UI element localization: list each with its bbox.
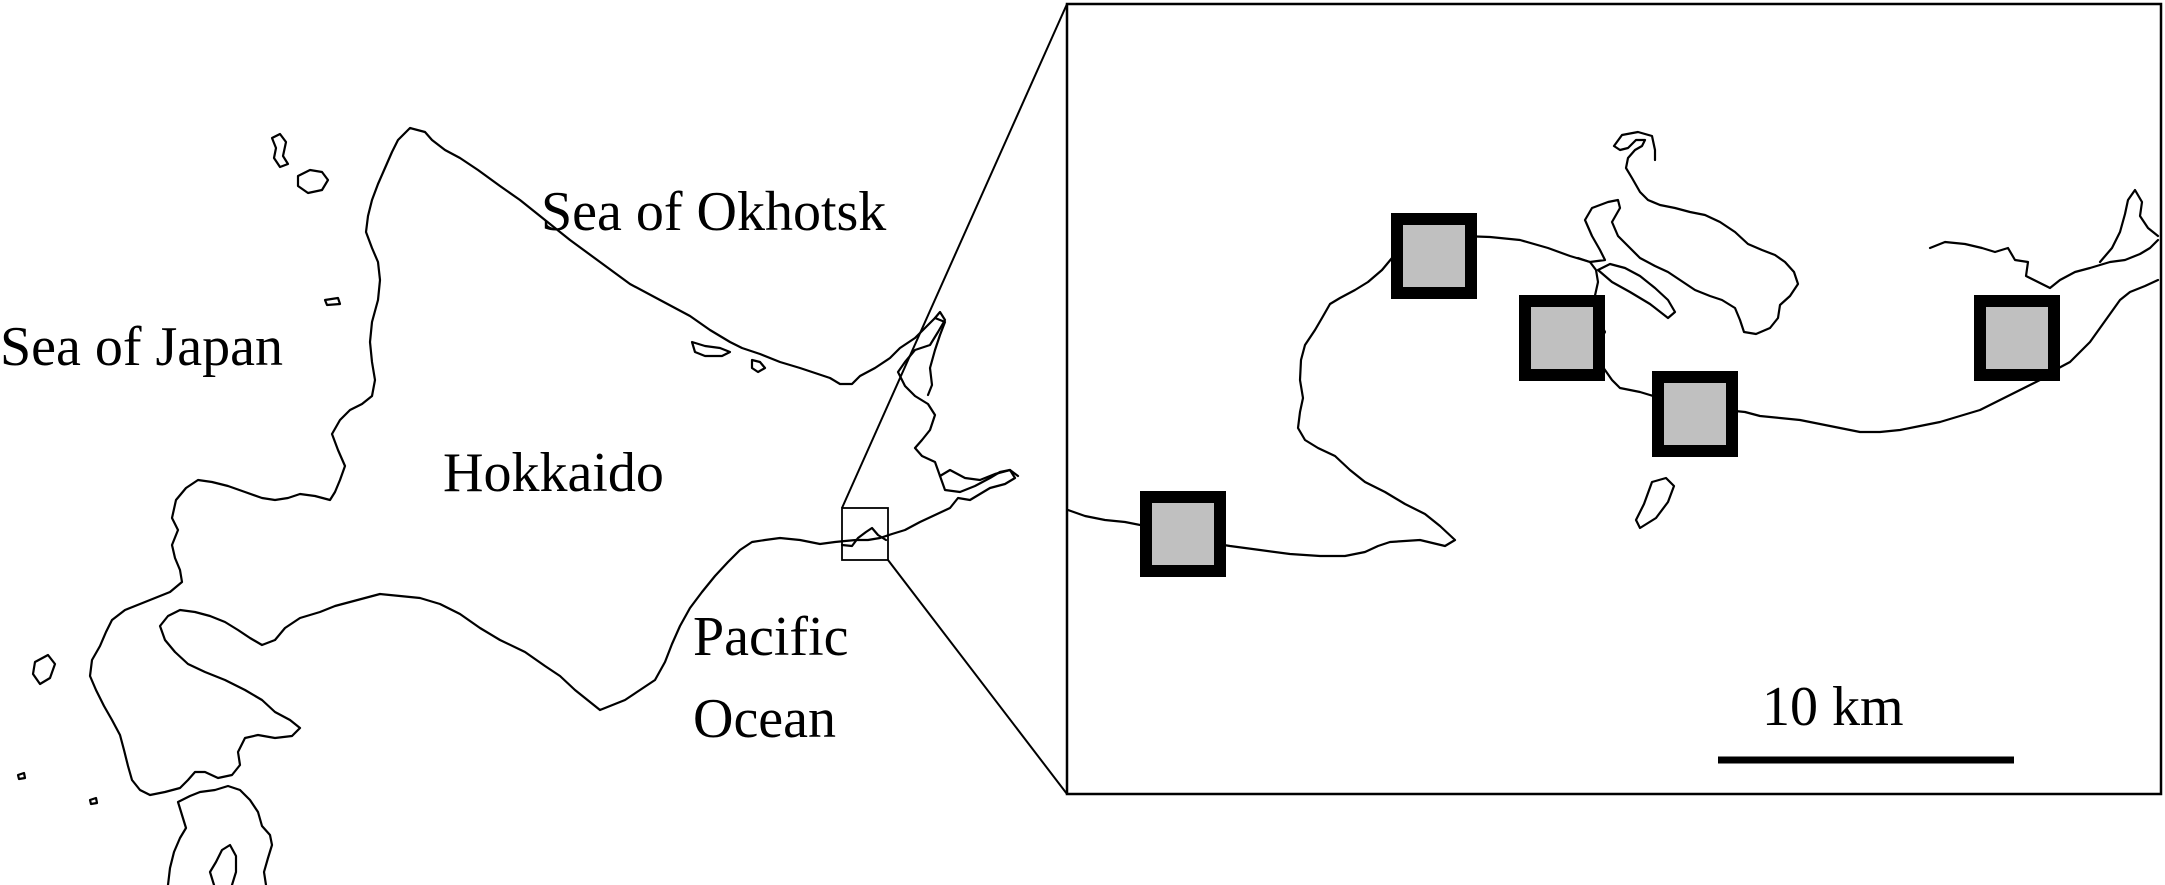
inset-east-spit-tip bbox=[2098, 188, 2160, 264]
hokkaido-coastline bbox=[88, 126, 1017, 797]
small-islet-2 bbox=[88, 796, 99, 806]
inset-coastline bbox=[1066, 130, 1800, 558]
scale-bar-label: 10 km bbox=[1762, 676, 1904, 738]
site-marker-4 bbox=[1974, 295, 2060, 381]
nemuro-peninsula bbox=[938, 468, 1020, 482]
study-area-box bbox=[841, 507, 889, 561]
hokkaido-overview-map: Sea of Okhotsk Sea of Japan Hokkaido Pac… bbox=[0, 3, 1068, 885]
site-marker-5 bbox=[1140, 491, 1226, 577]
label-pacific: Pacific bbox=[693, 606, 848, 668]
inset-island bbox=[1634, 476, 1676, 530]
study-area-coast-mini bbox=[840, 526, 888, 548]
label-sea-of-okhotsk: Sea of Okhotsk bbox=[541, 181, 886, 243]
okhotsk-lagoon-2 bbox=[750, 358, 767, 374]
okhotsk-lagoon bbox=[690, 340, 732, 358]
shiretoko-peninsula bbox=[926, 316, 947, 397]
inset-east-spit bbox=[1928, 238, 2160, 290]
connector-line-bottom bbox=[887, 559, 1068, 795]
teuri-island bbox=[323, 296, 342, 307]
label-ocean: Ocean bbox=[693, 688, 836, 750]
inset-map: 10 km bbox=[1065, 2, 2163, 796]
site-marker-1 bbox=[1391, 213, 1477, 299]
small-islet-1 bbox=[16, 771, 27, 781]
scale-bar: 10 km bbox=[1718, 676, 2014, 764]
inset-lagoon bbox=[1596, 262, 1677, 320]
label-sea-of-japan: Sea of Japan bbox=[0, 316, 283, 378]
connector-line-top bbox=[841, 3, 1068, 509]
rebun-island bbox=[270, 132, 290, 169]
label-hokkaido: Hokkaido bbox=[443, 442, 664, 504]
mutsu-bay bbox=[208, 843, 238, 885]
site-marker-2 bbox=[1519, 295, 1605, 381]
inset-frame bbox=[1065, 2, 2163, 796]
okushiri-island bbox=[31, 653, 57, 686]
site-marker-3 bbox=[1652, 371, 1738, 457]
rishiri-island bbox=[296, 168, 330, 195]
honshu-coastline bbox=[166, 784, 274, 885]
